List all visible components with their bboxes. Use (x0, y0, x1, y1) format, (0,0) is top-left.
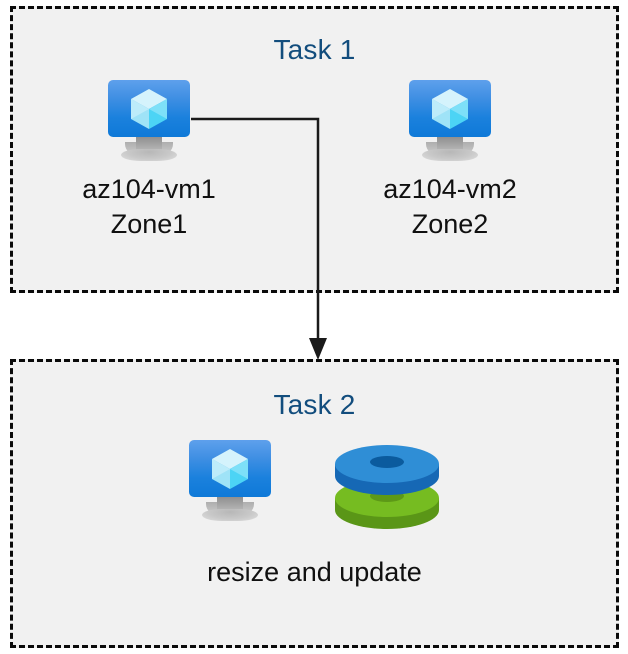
azure-disks-icon (335, 445, 439, 529)
arrowhead-icon (309, 338, 327, 360)
azure-virtual-machine-icon (400, 80, 500, 162)
node-task2-vm[interactable] (130, 440, 330, 522)
vm-stand-base (422, 149, 478, 161)
task2-title: Task 2 (273, 389, 356, 420)
node-zone-label: Zone2 (411, 209, 489, 239)
node-name-label: az104-vm2 (383, 174, 517, 204)
node-name-label: az104-vm1 (82, 174, 216, 204)
task2-caption: resize and update (207, 557, 422, 587)
task2-container: Task 2 (10, 359, 619, 648)
node-az104-vm2[interactable]: az104-vm2 Zone2 (350, 80, 550, 242)
vm-stand-base (121, 149, 177, 161)
disk-top-blue (335, 445, 439, 495)
azure-virtual-machine-icon (180, 440, 280, 522)
vm-cube-glyph (131, 89, 167, 129)
task2-caption-wrap: resize and update (10, 555, 619, 590)
node-az104-vm1[interactable]: az104-vm1 Zone1 (49, 80, 249, 242)
vm-cube-glyph (212, 449, 248, 489)
vm-stand-base (202, 509, 258, 521)
task1-title: Task 1 (273, 34, 356, 65)
azure-virtual-machine-icon (99, 80, 199, 162)
vm-cube-glyph (432, 89, 468, 129)
node-zone-label: Zone1 (110, 209, 188, 239)
